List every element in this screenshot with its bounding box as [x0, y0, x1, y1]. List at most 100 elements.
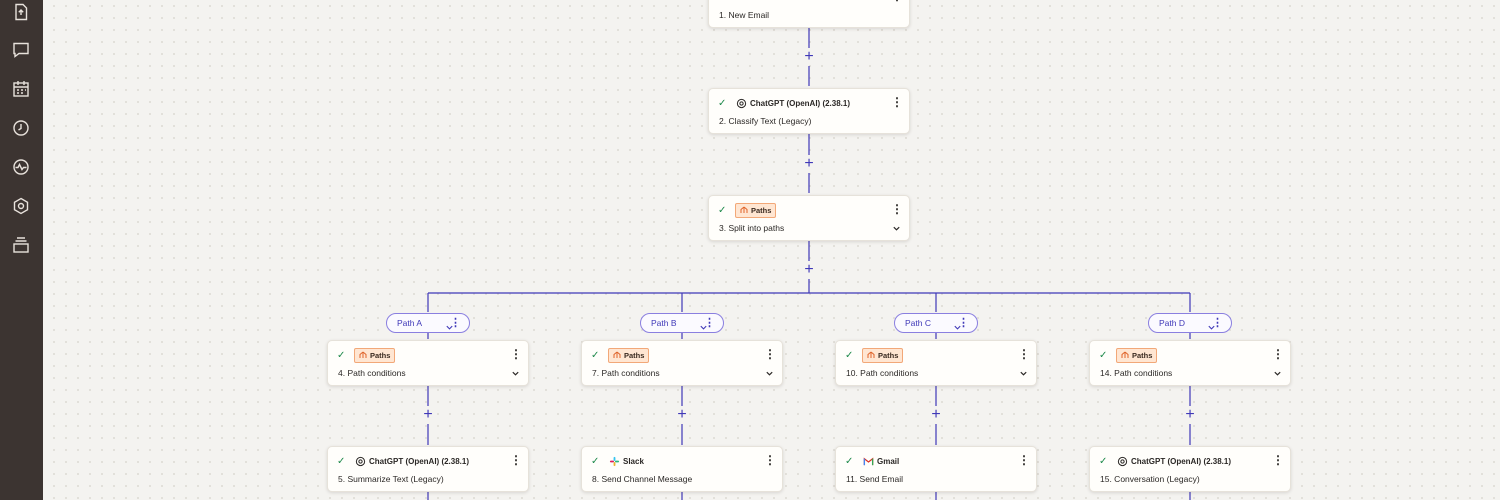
step-title: 7. Path conditions [592, 368, 660, 378]
check-icon: ✓ [591, 455, 600, 467]
versions-icon[interactable] [11, 235, 31, 255]
step-title: 15. Conversation (Legacy) [1100, 474, 1200, 484]
step-app-name: ChatGPT (OpenAI) (2.38.1) [750, 98, 851, 108]
paths-icon [359, 351, 367, 358]
path-label: Path C [905, 318, 931, 328]
step-title: 10. Path conditions [846, 368, 919, 378]
chevron-down-icon[interactable] [764, 368, 774, 378]
openai-icon [1116, 455, 1128, 467]
chevron-down-icon[interactable] [1272, 368, 1282, 378]
add-step-button[interactable]: + [802, 156, 816, 172]
check-icon: ✓ [1099, 349, 1108, 361]
check-icon: ✓ [337, 349, 346, 361]
path-label: Path D [1159, 318, 1185, 328]
comment-icon[interactable] [11, 40, 31, 60]
slack-icon [608, 455, 620, 467]
path-b-pill[interactable]: Path B ⋮ [640, 313, 724, 333]
path-d-pill[interactable]: Path D ⋮ [1148, 313, 1232, 333]
openai-icon [354, 455, 366, 467]
add-step-button[interactable]: + [802, 49, 816, 65]
chevron-down-icon[interactable] [699, 319, 708, 330]
step-app-name: Paths [751, 205, 772, 215]
chevron-down-icon[interactable] [445, 319, 454, 330]
step-menu-button[interactable]: ⋮ [891, 95, 903, 109]
paths-app-chip: Paths [608, 347, 650, 363]
add-step-button[interactable]: + [802, 262, 816, 278]
publish-file-icon[interactable] [11, 2, 31, 22]
step-menu-button[interactable]: ⋮ [764, 453, 776, 467]
step-app-name: Paths [878, 350, 899, 360]
check-icon: ✓ [1099, 455, 1108, 467]
step-card-15[interactable]: ✓ ChatGPT (OpenAI) (2.38.1) ⋮ 15. Conver… [1089, 446, 1291, 492]
step-title: 11. Send Email [846, 474, 904, 484]
check-icon: ✓ [845, 349, 854, 361]
add-step-button[interactable]: + [929, 407, 943, 423]
step-app-name: Slack [623, 456, 644, 466]
path-menu-button[interactable]: ⋮ [1212, 317, 1223, 329]
step-card-8[interactable]: ✓ Slack ⋮ 8. Send Channel Message [581, 446, 783, 492]
add-step-button[interactable]: + [421, 407, 435, 423]
step-card-5[interactable]: ✓ ChatGPT (OpenAI) (2.38.1) ⋮ 5. Summari… [327, 446, 529, 492]
step-menu-button[interactable]: ⋮ [891, 0, 903, 3]
add-step-button[interactable]: + [1183, 407, 1197, 423]
check-icon: ✓ [718, 97, 727, 109]
path-a-pill[interactable]: Path A ⋮ [386, 313, 470, 333]
paths-app-chip: Paths [1116, 347, 1158, 363]
step-app-name: Paths [1132, 350, 1153, 360]
paths-icon [613, 351, 621, 358]
step-title: 5. Summarize Text (Legacy) [338, 474, 444, 484]
check-icon: ✓ [845, 455, 854, 467]
check-icon: ✓ [718, 204, 727, 216]
step-menu-button[interactable]: ⋮ [891, 202, 903, 216]
paths-icon [867, 351, 875, 358]
step-title: 8. Send Channel Message [592, 474, 693, 484]
add-step-button[interactable]: + [675, 407, 689, 423]
step-card-7[interactable]: ✓ Paths ⋮ 7. Path conditions [581, 340, 783, 386]
step-card-11[interactable]: ✓ Gmail ⋮ 11. Send Email [835, 446, 1037, 492]
step-menu-button[interactable]: ⋮ [1018, 453, 1030, 467]
step-card-3[interactable]: ✓ Paths ⋮ 3. Split into paths [708, 195, 910, 241]
check-icon: ✓ [337, 455, 346, 467]
path-c-pill[interactable]: Path C ⋮ [894, 313, 978, 333]
step-card-14[interactable]: ✓ Paths ⋮ 14. Path conditions [1089, 340, 1291, 386]
step-card-4[interactable]: ✓ Paths ⋮ 4. Path conditions [327, 340, 529, 386]
gmail-icon [862, 455, 874, 467]
openai-icon [735, 97, 747, 109]
settings-icon[interactable] [11, 196, 31, 216]
check-icon: ✓ [591, 349, 600, 361]
path-label: Path B [651, 318, 677, 328]
chevron-down-icon[interactable] [891, 223, 901, 233]
path-menu-button[interactable]: ⋮ [704, 317, 715, 329]
step-menu-button[interactable]: ⋮ [510, 347, 522, 361]
paths-icon [740, 206, 748, 213]
step-title: 3. Split into paths [719, 223, 785, 233]
step-app-name: Gmail [877, 456, 900, 466]
calendar-icon[interactable] [11, 79, 31, 99]
step-title: 2. Classify Text (Legacy) [719, 116, 812, 126]
paths-app-chip: Paths [354, 347, 396, 363]
step-card-1[interactable]: ⋮ 1. New Email [708, 0, 910, 28]
activity-icon[interactable] [11, 157, 31, 177]
chevron-down-icon[interactable] [1018, 368, 1028, 378]
step-card-2[interactable]: ✓ ChatGPT (OpenAI) (2.38.1) ⋮ 2. Classif… [708, 88, 910, 134]
step-menu-button[interactable]: ⋮ [510, 453, 522, 467]
chevron-down-icon[interactable] [1207, 319, 1216, 330]
step-app-name: Paths [624, 350, 645, 360]
step-title: 14. Path conditions [1100, 368, 1173, 378]
paths-app-chip: Paths [862, 347, 904, 363]
step-app-name: Paths [370, 350, 391, 360]
chevron-down-icon[interactable] [953, 319, 962, 330]
step-menu-button[interactable]: ⋮ [1018, 347, 1030, 361]
path-label: Path A [397, 318, 423, 328]
step-app-name: ChatGPT (OpenAI) (2.38.1) [369, 456, 470, 466]
step-app-name: ChatGPT (OpenAI) (2.38.1) [1131, 456, 1232, 466]
step-menu-button[interactable]: ⋮ [1272, 453, 1284, 467]
chevron-down-icon[interactable] [510, 368, 520, 378]
step-menu-button[interactable]: ⋮ [1272, 347, 1284, 361]
path-menu-button[interactable]: ⋮ [450, 317, 461, 329]
history-icon[interactable] [11, 118, 31, 138]
step-card-10[interactable]: ✓ Paths ⋮ 10. Path conditions [835, 340, 1037, 386]
path-menu-button[interactable]: ⋮ [958, 317, 969, 329]
step-menu-button[interactable]: ⋮ [764, 347, 776, 361]
